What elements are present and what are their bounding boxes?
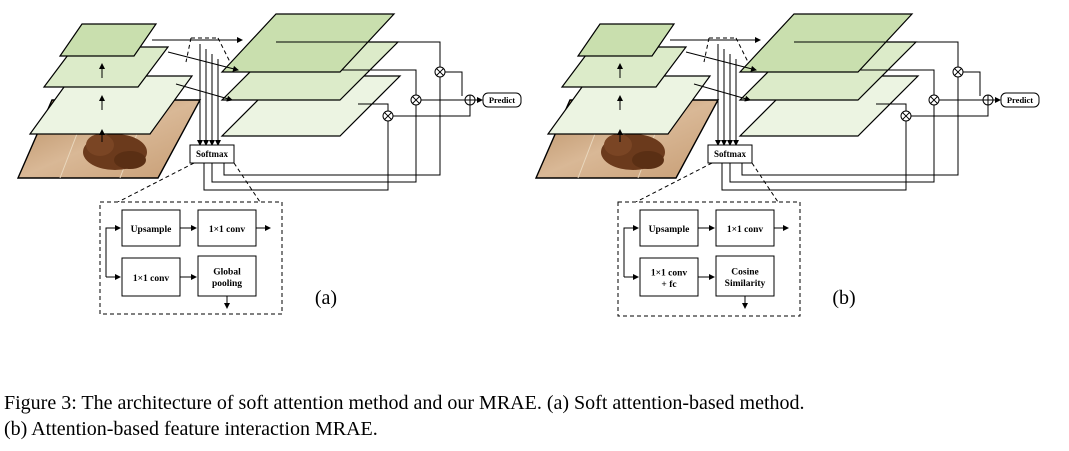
feature-output-line	[876, 103, 907, 111]
weight-line	[729, 100, 935, 183]
zoom-guide	[703, 37, 710, 63]
conv-box-top-label: 1×1 conv	[209, 225, 246, 235]
backbone-layer-3	[28, 75, 194, 135]
conv-box-top	[197, 209, 257, 247]
product-line	[393, 105, 471, 117]
product-line	[911, 105, 989, 117]
multiply-op-glyph	[384, 112, 392, 120]
upsample-box-label: Upsample	[131, 225, 172, 235]
weight-line	[211, 100, 417, 183]
panel-label: (b)	[832, 287, 855, 309]
feature-output-line	[860, 69, 935, 95]
zoom-guide	[635, 162, 713, 203]
predict-box	[1000, 92, 1040, 108]
zoom-guide	[735, 37, 749, 63]
lateral-connector	[685, 51, 757, 72]
lateral-connector	[693, 83, 751, 102]
weight-line	[203, 116, 389, 191]
conv-box-bottom-label: 1×1 conv+ fc	[651, 268, 688, 290]
multiply-op-glyph	[954, 68, 962, 76]
backbone-layer-1	[58, 23, 158, 57]
feature-output-line	[794, 41, 959, 67]
feature-output-line	[276, 41, 441, 67]
lateral-connector	[167, 51, 239, 72]
conv-box-bottom	[639, 257, 699, 297]
panel-label: (a)	[315, 287, 337, 309]
upsample-box-label: Upsample	[649, 225, 690, 235]
figure-caption: Figure 3: The architecture of soft atten…	[4, 390, 1066, 442]
caption-line-2: (b) Attention-based feature interaction …	[4, 418, 378, 440]
dog-head	[86, 134, 114, 156]
multiply-op-glyph	[930, 96, 938, 104]
zoom-guide	[217, 37, 231, 63]
feature-output-line	[358, 103, 389, 111]
feature-layer-1	[220, 13, 396, 73]
product-line	[963, 71, 981, 96]
upsample-box	[639, 209, 699, 247]
aggregation-box	[715, 255, 775, 297]
feature-output-line	[342, 69, 417, 95]
conv-box-bottom-label: 1×1 conv	[133, 274, 170, 284]
zoom-guide	[117, 162, 195, 203]
weight-line	[721, 116, 907, 191]
zoom-guide	[185, 37, 192, 63]
softmax-label: Softmax	[196, 149, 228, 159]
predict-label: Predict	[1007, 95, 1033, 105]
dog-head	[604, 134, 632, 156]
backbone-layer-3	[546, 75, 712, 135]
weight-line	[223, 72, 441, 176]
aggregation-box	[197, 255, 257, 297]
dog-shadow	[114, 151, 146, 169]
lateral-connector	[175, 83, 233, 102]
weight-line	[741, 72, 959, 176]
product-line	[445, 71, 463, 96]
dog-shadow	[632, 151, 664, 169]
predict-label: Predict	[489, 95, 515, 105]
caption-line-1: Figure 3: The architecture of soft atten…	[4, 392, 805, 414]
multiply-op-glyph	[436, 68, 444, 76]
conv-box-top-label: 1×1 conv	[727, 225, 764, 235]
conv-box-bottom	[121, 257, 181, 297]
backbone-layer-1	[576, 23, 676, 57]
predict-box	[482, 92, 522, 108]
conv-box-top	[715, 209, 775, 247]
feature-layer-1	[738, 13, 914, 73]
multiply-op-glyph	[412, 96, 420, 104]
multiply-op-glyph	[902, 112, 910, 120]
softmax-label: Softmax	[714, 149, 746, 159]
